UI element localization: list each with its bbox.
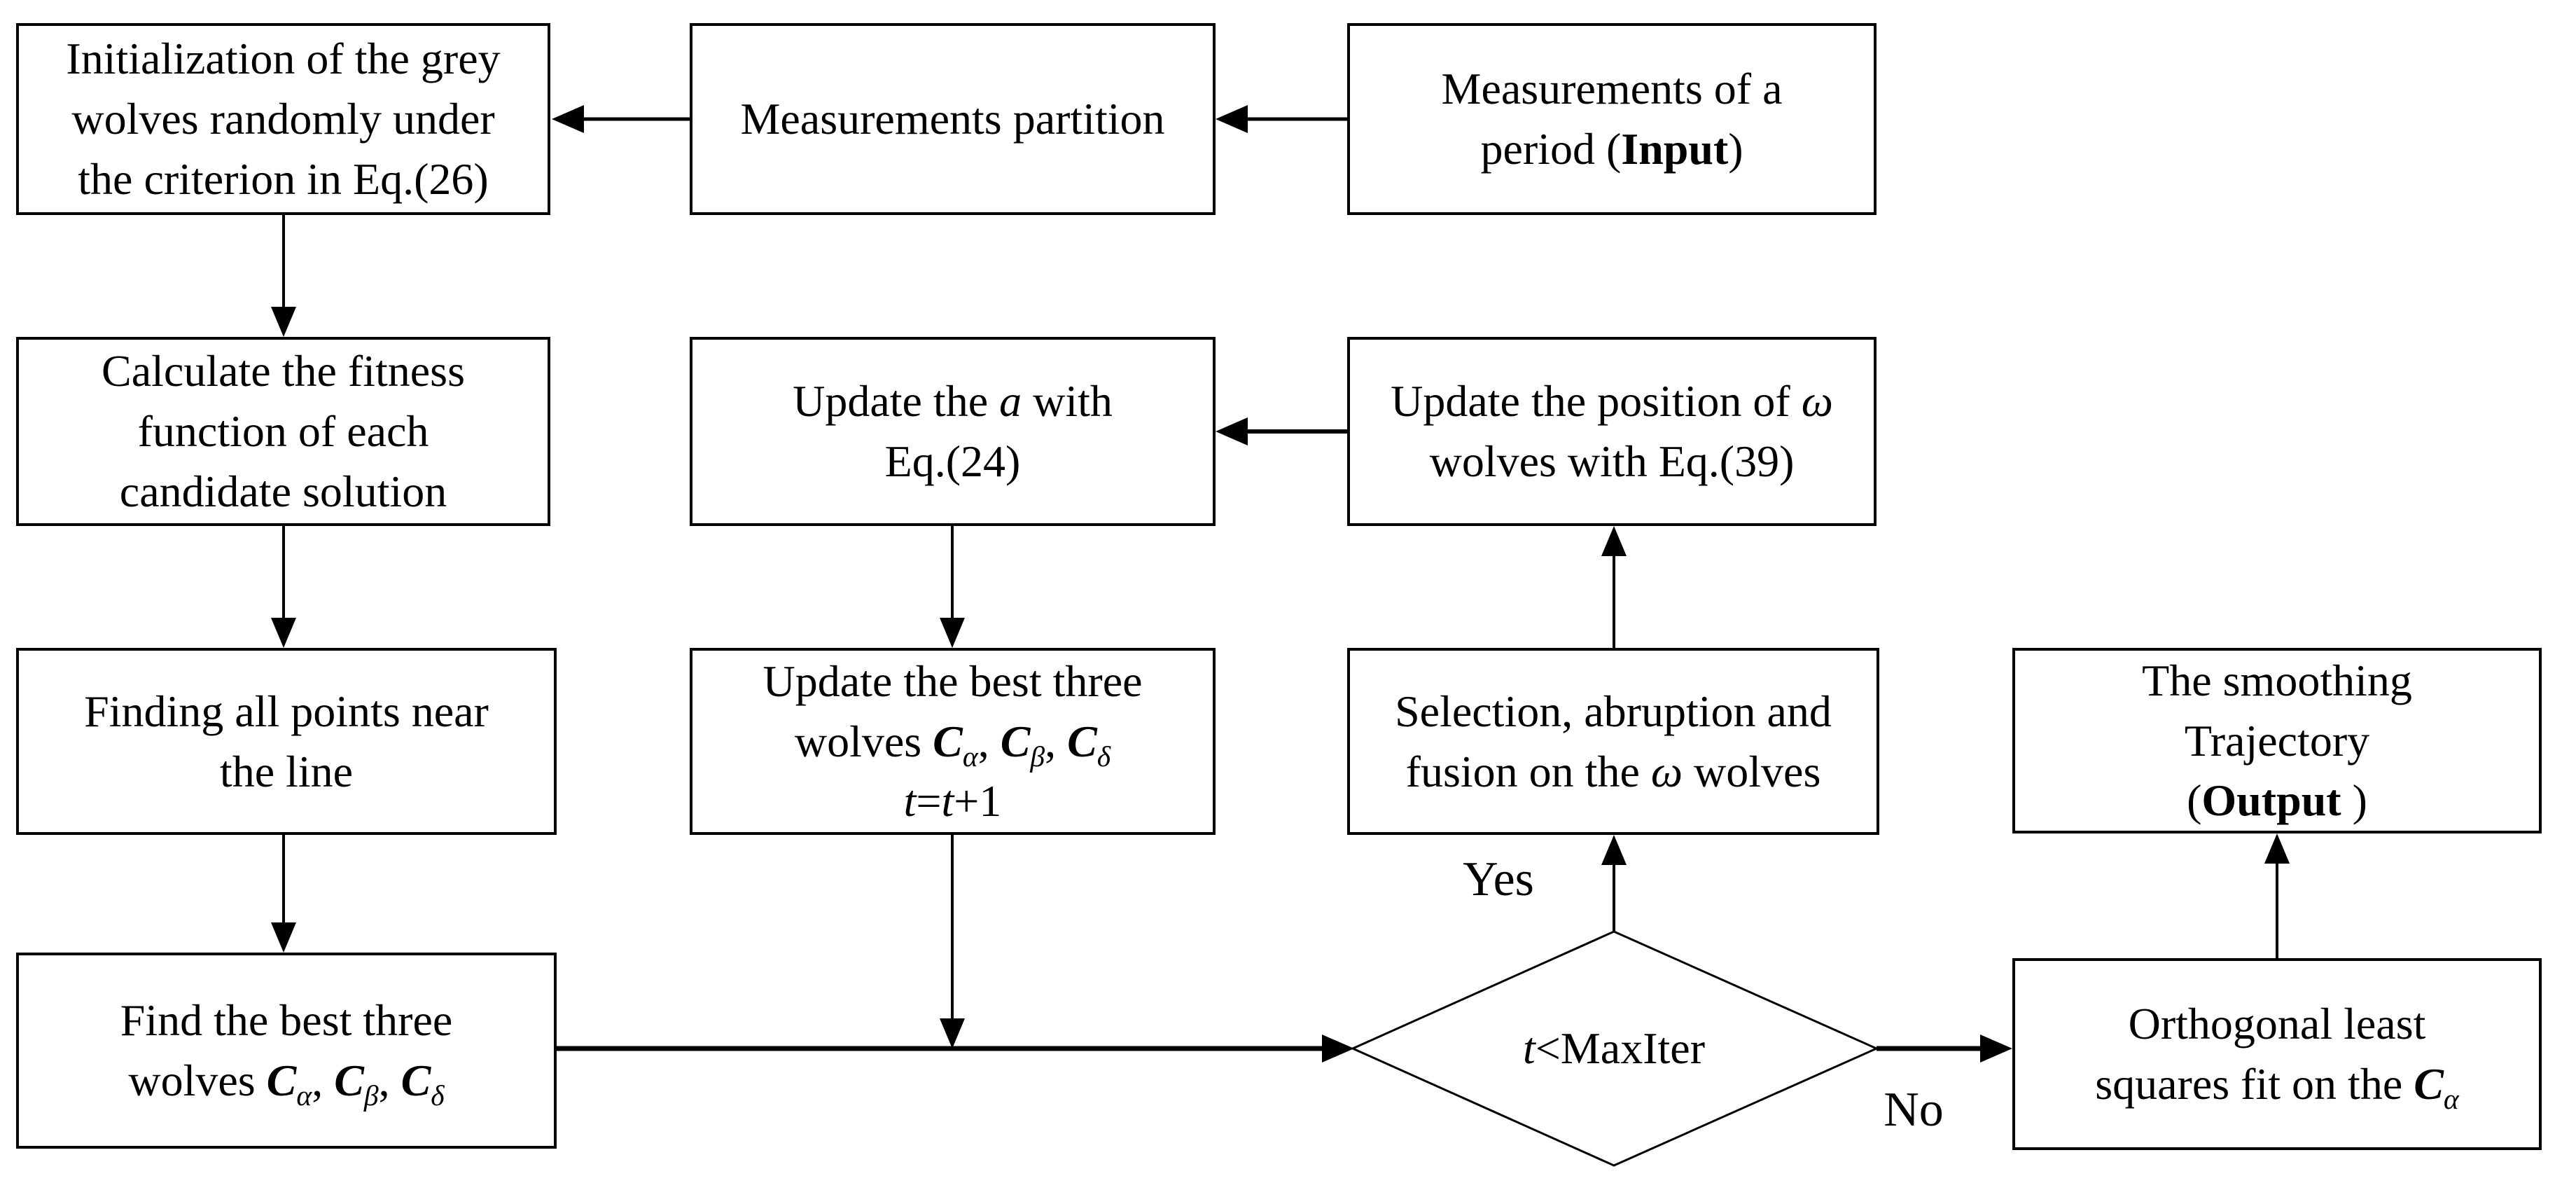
arrow-decision-no-to-ols bbox=[1877, 1035, 2012, 1063]
yes-label: Yes bbox=[1463, 852, 1534, 906]
arrow-ols-to-output bbox=[2264, 833, 2290, 958]
no-label: No bbox=[1884, 1083, 1944, 1137]
decision-condition-text: t<MaxIter bbox=[1523, 1023, 1705, 1073]
arrow-fitness-to-find-points bbox=[271, 526, 296, 648]
arrow-update-omega-to-update-a bbox=[1216, 417, 1347, 445]
arrow-input-to-partition bbox=[1216, 105, 1347, 133]
arrow-find-best-to-decision bbox=[557, 1035, 1354, 1063]
node-measurements-partition-text: Measurements partition bbox=[740, 94, 1165, 144]
arrow-find-points-to-find-best bbox=[271, 835, 296, 953]
node-measurements-partition: Measurements partition bbox=[690, 23, 1216, 215]
decision-diamond bbox=[1350, 930, 1879, 1167]
arrow-update-best-to-junction bbox=[940, 835, 965, 1049]
arrow-selection-to-update-omega bbox=[1601, 526, 1627, 648]
arrow-init-to-fitness bbox=[271, 215, 296, 337]
decision-condition: t<MaxIter bbox=[1404, 967, 1824, 1130]
arrow-partition-to-init bbox=[552, 105, 690, 133]
arrow-update-a-to-update-best bbox=[940, 526, 965, 648]
arrow-decision-yes-to-selection bbox=[1601, 835, 1627, 932]
